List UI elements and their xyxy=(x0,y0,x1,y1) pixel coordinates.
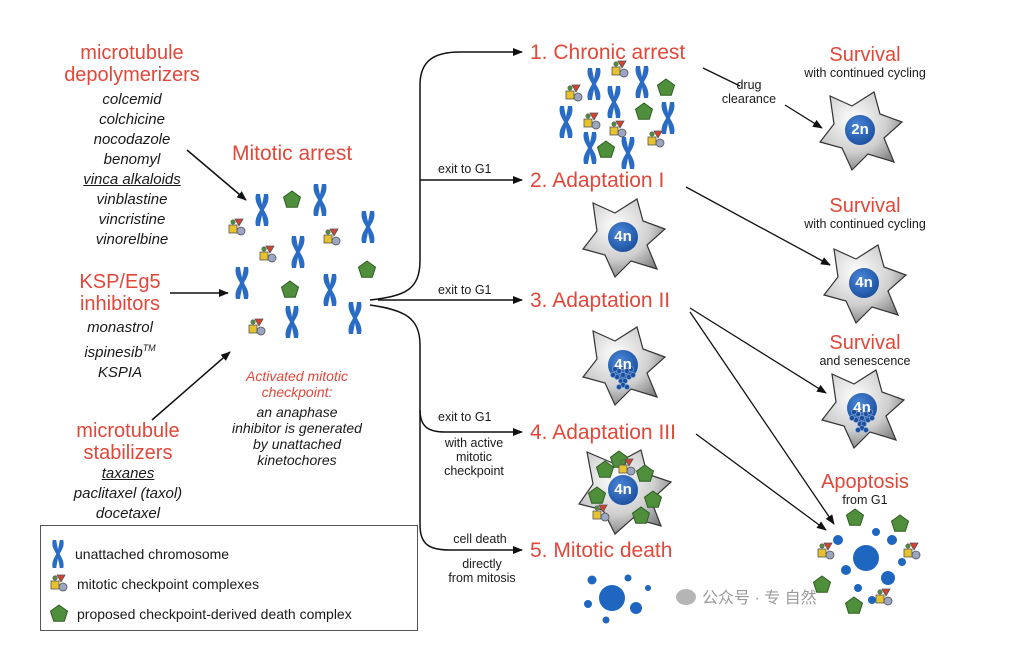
drug-name: KSPIA xyxy=(97,364,143,381)
trademark-mark: TM xyxy=(142,343,156,353)
mitotic-arrest-cluster xyxy=(228,184,376,338)
chromatin-bead xyxy=(628,366,634,372)
ksp-drug-list: monastrol ispinesibTM KSPIA xyxy=(62,318,178,383)
checkpoint-title: Activated mitotic checkpoint: xyxy=(246,368,348,400)
ploidy-label: 4n xyxy=(614,228,632,245)
drug-name: monastrol xyxy=(87,319,153,336)
cell-adaptation-2 xyxy=(582,326,666,406)
chronic-arrest-cluster xyxy=(559,60,675,169)
depolymerizers-title: microtubule depolymerizers xyxy=(64,42,200,86)
edge-label-cell-death: cell death xyxy=(453,532,507,546)
legend: unattached chromosome mitotic checkpoint… xyxy=(40,525,418,631)
chromatin-bead xyxy=(610,372,616,378)
chromatin-bead xyxy=(849,415,855,421)
outcome-mitotic-death: 5. Mitotic death xyxy=(530,539,673,562)
pentagon-icon xyxy=(50,604,68,622)
drug-class-name: taxanes xyxy=(101,465,155,482)
chromatin-bead xyxy=(612,366,618,372)
outcome-adaptation-2: 3. Adaptation II xyxy=(530,289,671,312)
drug-name: paclitaxel (taxol) xyxy=(73,485,183,502)
wechat-icon xyxy=(676,589,696,605)
fate-survival-title: Survival xyxy=(829,195,901,217)
drug-name: benomyl xyxy=(103,151,161,168)
cell-adaptation-3 xyxy=(578,449,673,535)
cell-survival-2 xyxy=(823,244,907,324)
ploidy-label: 4n xyxy=(614,481,632,498)
fate-apoptosis-title: Apoptosis xyxy=(821,471,909,493)
watermark: 公众号 · 专 自然 xyxy=(676,584,817,608)
arrow-stabilizers xyxy=(151,351,231,421)
chromatin-bead xyxy=(869,415,875,421)
arrow-depolymerizers xyxy=(186,149,247,201)
edge-label-exit-g1: exit to G1 xyxy=(438,283,492,297)
chromatin-bead xyxy=(859,415,865,421)
depolymerizers-drug-list: colcemid colchicine nocodazole benomyl v… xyxy=(72,90,192,250)
chromatin-bead xyxy=(624,384,630,390)
mitotic-arrest-title: Mitotic arrest xyxy=(232,142,353,165)
fate-survival-title: Survival xyxy=(829,44,901,66)
stabilizers-drug-list: taxanes paclitaxel (taxol) docetaxel xyxy=(56,464,200,524)
drug-name: ispinesib xyxy=(84,344,143,361)
fate-survival-title: Survival xyxy=(829,332,901,354)
drug-name: colchicine xyxy=(99,111,165,128)
drug-name: vincristine xyxy=(98,211,166,228)
outcome-adaptation-3: 4. Adaptation III xyxy=(530,421,676,444)
drug-class-name: vinca alkaloids xyxy=(83,171,181,188)
chromatin-bead xyxy=(867,409,873,415)
chromatin-bead xyxy=(855,427,861,433)
chromatin-bead xyxy=(630,372,636,378)
legend-item: proposed checkpoint-derived death comple… xyxy=(49,604,352,624)
ksp-title: KSP/Eg5 inhibitors xyxy=(79,271,161,315)
fate-apoptosis-subtitle: from G1 xyxy=(842,493,888,507)
edge-label-active-checkpoint: with active mitotic checkpoint xyxy=(444,436,504,478)
branch-arrows xyxy=(369,48,523,554)
chromatin-bead xyxy=(851,409,857,415)
chromatin-bead xyxy=(616,384,622,390)
legend-item: unattached chromosome xyxy=(49,540,229,568)
edge-label-from-mitosis: directly from mitosis xyxy=(448,557,516,585)
ploidy-label: 4n xyxy=(853,399,871,416)
cell-survival-3 xyxy=(821,369,905,449)
ploidy-label: 2n xyxy=(851,121,869,138)
stabilizers-title: microtubule stabilizers xyxy=(76,420,180,464)
cell-adaptation-1 xyxy=(582,198,666,278)
drug-name: docetaxel xyxy=(95,505,161,522)
apoptosis-bodies xyxy=(813,508,921,614)
drug-name: vinorelbine xyxy=(95,231,169,248)
edge-label-exit-g1: exit to G1 xyxy=(438,162,492,176)
drug-name: nocodazole xyxy=(93,131,171,148)
ploidy-label: 4n xyxy=(855,274,873,291)
ploidy-label: 4n xyxy=(614,356,632,373)
edge-label-drug-clearance: drug clearance xyxy=(721,78,777,106)
outcome-chronic-arrest: 1. Chronic arrest xyxy=(530,41,686,64)
fate-survival-subtitle: with continued cycling xyxy=(804,217,926,231)
edge-label-exit-g1: exit to G1 xyxy=(438,410,492,424)
checkpoint-complex-icon xyxy=(50,574,68,592)
mitotic-death-bodies xyxy=(584,574,651,624)
outcome-adaptation-1: 2. Adaptation I xyxy=(530,169,665,192)
chromatin-bead xyxy=(620,372,626,378)
drug-name: colcemid xyxy=(102,91,162,108)
fate-arrows xyxy=(685,67,835,531)
chromatin-bead xyxy=(620,364,626,370)
legend-item: mitotic checkpoint complexes xyxy=(49,574,259,594)
cell-survival-1 xyxy=(819,91,903,171)
chromatin-bead xyxy=(859,407,865,413)
checkpoint-description: an anaphase inhibitor is generated by un… xyxy=(232,404,362,468)
drug-name: vinblastine xyxy=(96,191,168,208)
chromosome-icon xyxy=(52,540,64,568)
fate-survival-subtitle: with continued cycling xyxy=(804,66,926,80)
fate-senescence-subtitle: and senescence xyxy=(819,354,911,368)
chromatin-bead xyxy=(863,427,869,433)
